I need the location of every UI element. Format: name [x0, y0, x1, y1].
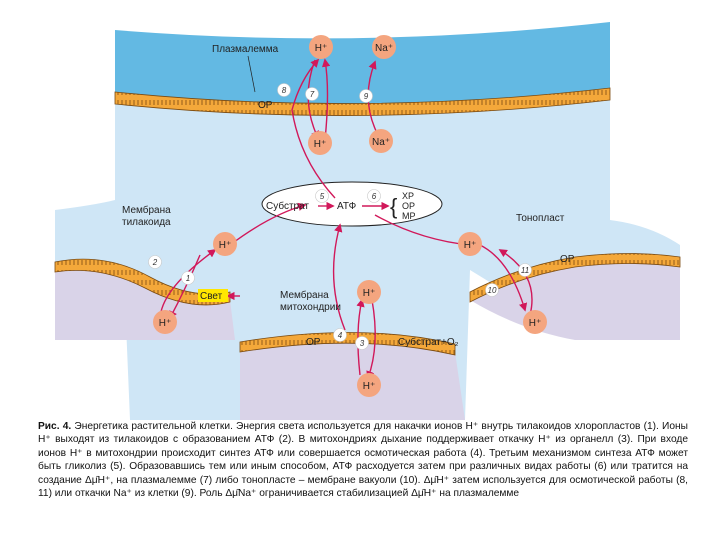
light-box [198, 289, 228, 302]
process-number-label: 10 [488, 286, 497, 295]
label-mito-1: Мембрана [280, 289, 329, 301]
label-light: Свет [200, 291, 223, 302]
plasmalemma-membrane [114, 87, 611, 116]
ion-h-mito-matrix: H⁺ [357, 373, 381, 397]
ion-label: H⁺ [363, 288, 376, 299]
process-number-label: 2 [152, 258, 158, 267]
arrow-mito-h-out [356, 298, 365, 376]
mitochondrion-matrix [240, 340, 465, 420]
label-substrate-o2: Субстрат+O₂ [398, 336, 459, 348]
arrow-mito-h-in [366, 299, 376, 380]
label-tonoplast: Тонопласт [516, 213, 565, 224]
ion-h-vacuole-cyto: H⁺ [458, 232, 482, 256]
vacuole-lumen [470, 261, 680, 340]
arrow-h-out-vacuole [498, 249, 533, 316]
ion-h-thylakoid-cyto: H⁺ [213, 232, 237, 256]
process-number-4: 4 [333, 328, 347, 342]
ion-label: H⁺ [314, 139, 327, 150]
label-thylakoid-1: Мембрана [122, 204, 171, 216]
process-number-7: 7 [305, 87, 319, 101]
process-number-2: 2 [148, 255, 162, 269]
mitochondrion-membrane [239, 332, 456, 356]
ion-h-out: H⁺ [309, 35, 333, 59]
label-work-osm: ОР [402, 201, 415, 211]
process-number-11: 11 [518, 263, 532, 277]
ion-h-mito-cyto: H⁺ [357, 280, 381, 304]
process-number-label: 7 [310, 90, 315, 99]
ion-label: H⁺ [363, 381, 376, 392]
ion-h-cyto-plasma: H⁺ [308, 131, 332, 155]
label-substrate: Субстрат [266, 200, 309, 212]
process-number-6: 6 [367, 189, 381, 203]
label-or-plasma: ОР [258, 100, 273, 111]
process-number-5: 5 [315, 189, 329, 203]
figure-caption: Рис. 4. Энергетика растительной клетки. … [38, 420, 688, 500]
caption-text: Энергетика растительной клетки. Энергия … [38, 421, 688, 500]
process-number-label: 9 [364, 92, 369, 101]
label-or-mito: ОР [306, 337, 321, 348]
process-number-label: 5 [320, 192, 325, 201]
arrow-atp-to-plasma [291, 58, 336, 199]
ion-na-cyto: Na⁺ [369, 129, 393, 153]
process-number-1: 1 [181, 271, 195, 285]
extracellular-space [115, 22, 610, 112]
process-number-9: 9 [359, 89, 373, 103]
ion-label: H⁺ [464, 240, 477, 251]
ion-h-vacuole: H⁺ [523, 310, 547, 334]
label-thylakoid-2: тилакоида [122, 217, 171, 228]
label-work-mech: МР [402, 211, 416, 221]
label-work-chem: ХР [402, 191, 414, 201]
process-number-label: 1 [186, 274, 190, 283]
process-number-10: 10 [485, 283, 499, 297]
process-number-label: 11 [521, 266, 529, 275]
label-brace: { [390, 194, 397, 219]
process-number-label: 3 [360, 339, 365, 348]
caption-title: Рис. 4. [38, 421, 72, 432]
ion-label: H⁺ [159, 318, 172, 329]
arrow-h-into-vacuole [479, 244, 528, 312]
process-number-8: 8 [277, 83, 291, 97]
arrow-thylakoid-to-atp [229, 202, 307, 246]
process-number-label: 8 [282, 86, 287, 95]
thylakoid-lumen [55, 267, 235, 340]
ion-label: Na⁺ [372, 137, 390, 148]
arrow-mito-to-atp [332, 223, 346, 331]
label-plasmalemma: Плазмалемма [212, 44, 279, 55]
ion-na-out: Na⁺ [372, 35, 396, 59]
ion-label: Na⁺ [375, 43, 393, 54]
arrow-h-efflux [321, 58, 331, 141]
ion-label: H⁺ [529, 318, 542, 329]
label-atp: АТФ [337, 201, 357, 212]
arrow-thylakoid-h-in [169, 254, 201, 320]
process-number-3: 3 [355, 336, 369, 350]
ion-label: H⁺ [315, 43, 328, 54]
process-number-label: 6 [372, 192, 377, 201]
ion-h-thylakoid-lumen: H⁺ [153, 310, 177, 334]
ion-label: H⁺ [219, 240, 232, 251]
atp-ellipse [261, 181, 443, 227]
process-number-label: 4 [338, 331, 343, 340]
label-mito-2: митохондрии [280, 302, 341, 313]
leader-plasmalemma [247, 55, 256, 93]
label-or-tonoplast: ОР [560, 254, 575, 265]
